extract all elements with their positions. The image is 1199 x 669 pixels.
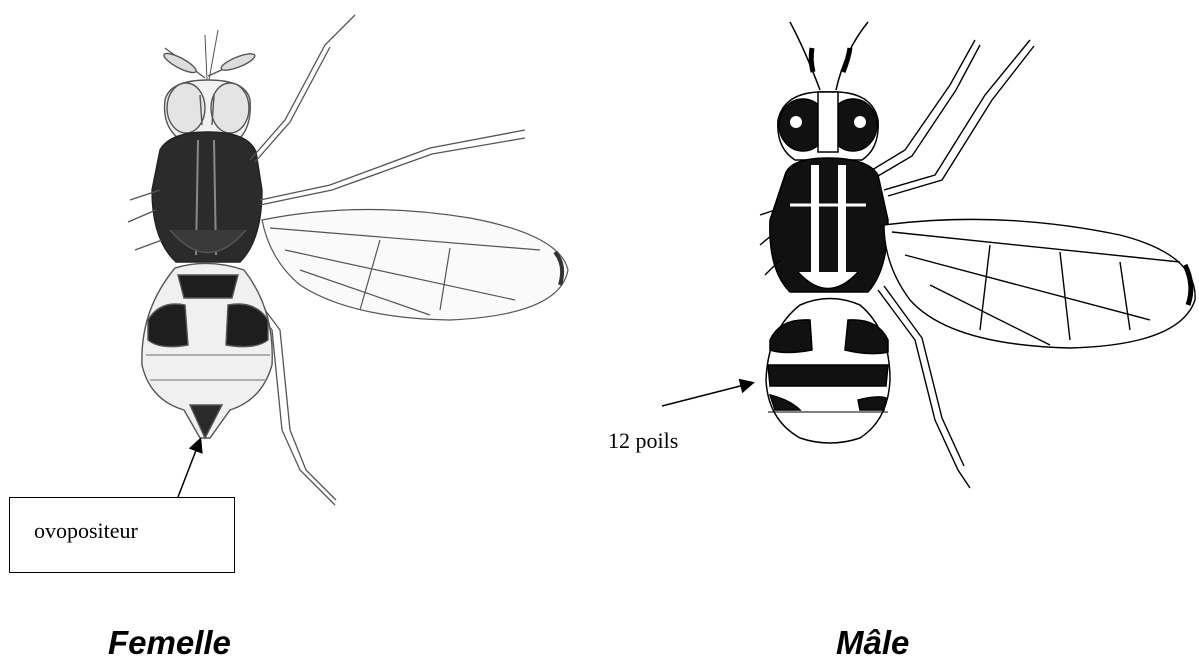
male-caption: Mâle bbox=[836, 624, 909, 662]
male-thorax bbox=[770, 158, 888, 292]
ovipositor-label: ovopositeur bbox=[34, 518, 138, 544]
male-fly-drawing bbox=[760, 22, 1195, 488]
hairs-label: 12 poils bbox=[608, 428, 678, 454]
male-head bbox=[778, 92, 878, 160]
female-antennae bbox=[162, 30, 257, 80]
female-fly-drawing bbox=[128, 15, 568, 505]
female-abdomen bbox=[142, 263, 272, 438]
ovipositor-arrow bbox=[178, 440, 200, 497]
male-wing bbox=[884, 219, 1195, 348]
female-thorax bbox=[152, 132, 262, 262]
hairs-arrow bbox=[662, 383, 752, 406]
female-head bbox=[165, 80, 251, 138]
female-wing bbox=[262, 209, 568, 320]
female-caption: Femelle bbox=[108, 624, 231, 662]
male-antennae bbox=[790, 22, 868, 90]
male-abdomen bbox=[766, 299, 890, 444]
